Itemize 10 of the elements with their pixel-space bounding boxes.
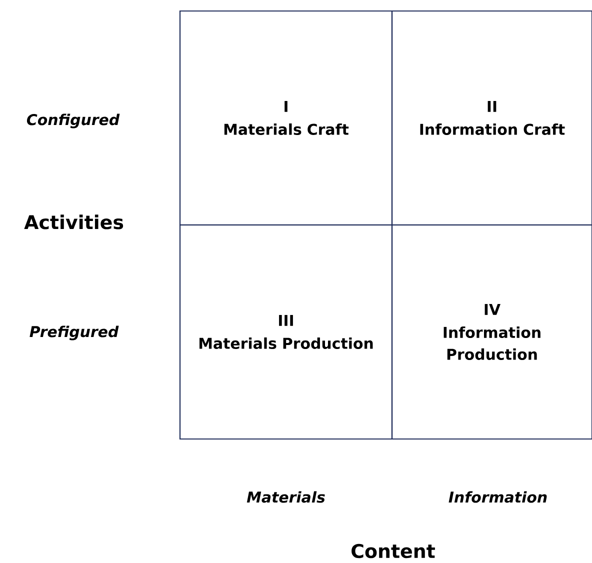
- column-label: Information: [448, 491, 547, 503]
- quadrant-cell: II Information Craft: [391, 10, 592, 226]
- quadrant-cell: I Materials Craft: [179, 10, 393, 226]
- quadrant-cell: III Materials Production: [179, 224, 393, 440]
- axis-title: Activities: [24, 214, 124, 230]
- column-label: Materials: [246, 491, 325, 503]
- axis-title: Content: [352, 544, 435, 558]
- row-label: Prefigured: [30, 326, 119, 340]
- quadrant-cell: IV Information Production: [391, 224, 592, 440]
- row-label: Configured: [26, 114, 120, 128]
